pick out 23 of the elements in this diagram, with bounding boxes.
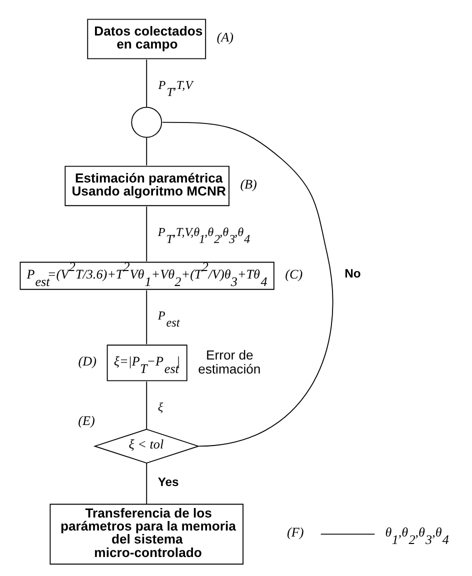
node-box: Datos colectados en campo — [87, 18, 206, 60]
node-box: Estimación paramétrica Usando algoritmo MCNR — [64, 166, 230, 206]
connector — [146, 136, 148, 166]
node-box: Transferencia de los parámetros para la memoria del sistema micro-controlado — [50, 504, 244, 565]
connector — [320, 534, 376, 535]
connector — [146, 381, 148, 430]
connector — [146, 462, 148, 505]
connector — [146, 290, 148, 345]
node-text: (F) — [287, 524, 304, 540]
node-circle — [131, 106, 162, 138]
node-label: (C) — [285, 266, 303, 282]
edge-label: ξ — [158, 400, 164, 414]
node-label: Error de estimación — [198, 347, 261, 376]
edge-label: Yes — [158, 474, 179, 489]
connector — [146, 206, 148, 262]
edge-label: No — [344, 266, 361, 281]
node-label: (B) — [240, 176, 257, 192]
node-diamond: ξ < tol — [93, 428, 200, 464]
node-label: (D) — [78, 353, 96, 368]
connector — [162, 122, 334, 447]
node-label: (A) — [216, 30, 234, 45]
node-label: (E) — [78, 412, 95, 428]
connector — [146, 59, 148, 108]
